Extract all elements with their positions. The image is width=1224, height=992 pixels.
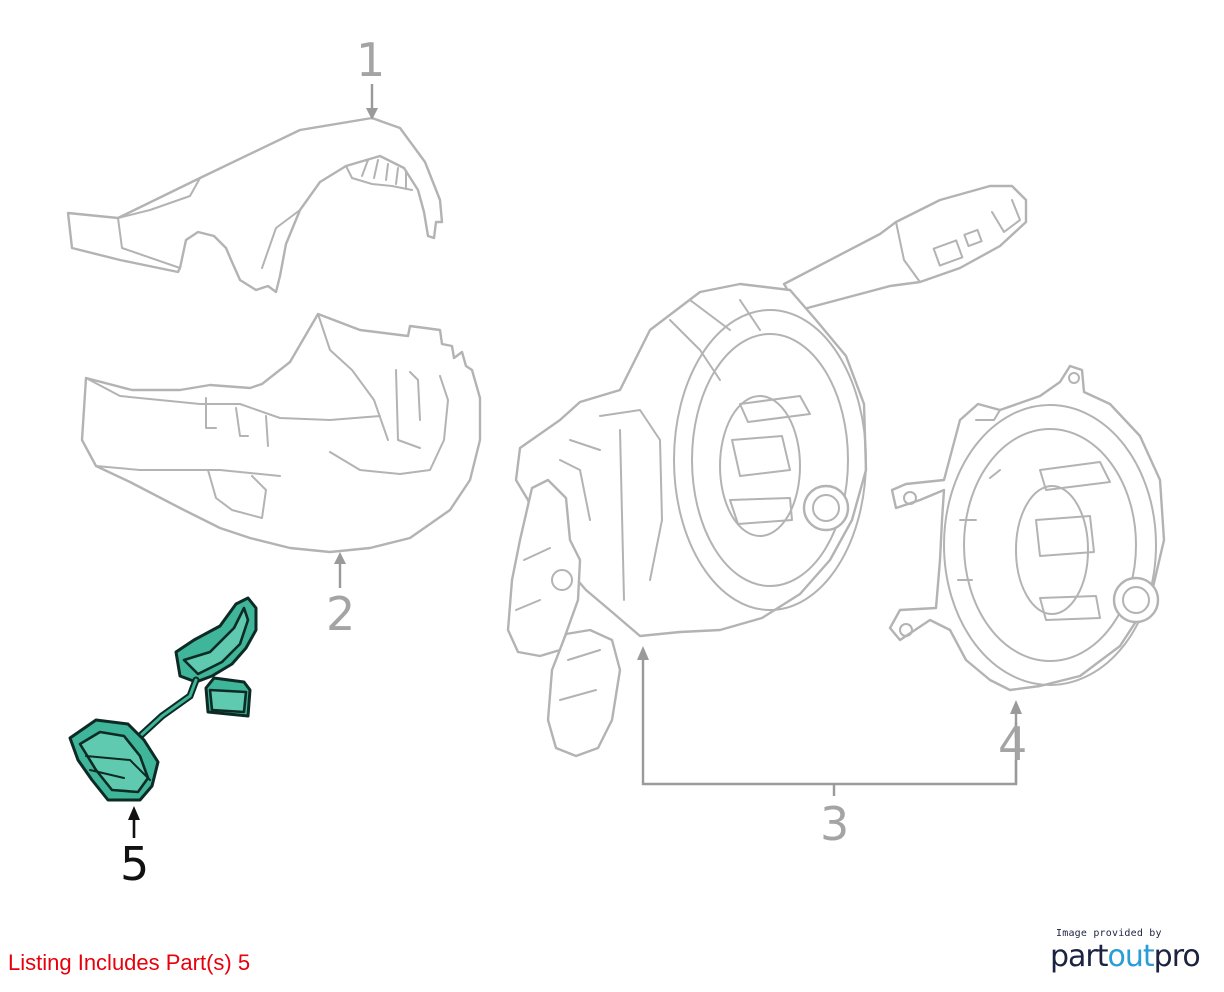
partoutpro-logo: partoutpro: [1050, 939, 1210, 975]
part-5-wiring-harness: [68, 596, 258, 802]
callout-3: 3: [820, 797, 849, 851]
callout-2-arrowhead: [334, 552, 346, 564]
credit-caption: Image provided by: [1056, 928, 1162, 939]
callout-5-arrowhead: [128, 806, 140, 820]
part-2-lower-cover: [80, 312, 482, 554]
callout-4: 4: [998, 717, 1027, 771]
callout-4-arrowhead: [1010, 700, 1022, 714]
listing-note: Listing Includes Part(s) 5: [8, 950, 251, 975]
callout-1-arrowhead: [366, 108, 378, 120]
part-4-clock-spring: [888, 364, 1166, 692]
logo-text-part: part: [1050, 939, 1109, 974]
callout-5: 5: [120, 837, 149, 891]
image-credit: Image provided by partoutpro: [1050, 928, 1210, 975]
logo-text-out: out: [1107, 939, 1155, 974]
callout-3-arrowhead: [637, 646, 649, 660]
callout-2: 2: [326, 587, 355, 641]
callout-1: 1: [356, 33, 385, 87]
callout-3-4-leader: [641, 652, 1018, 786]
logo-text-pro: pro: [1153, 939, 1201, 974]
part-1-upper-cover: [66, 116, 444, 294]
part-3-combination-switch: [506, 184, 1028, 758]
